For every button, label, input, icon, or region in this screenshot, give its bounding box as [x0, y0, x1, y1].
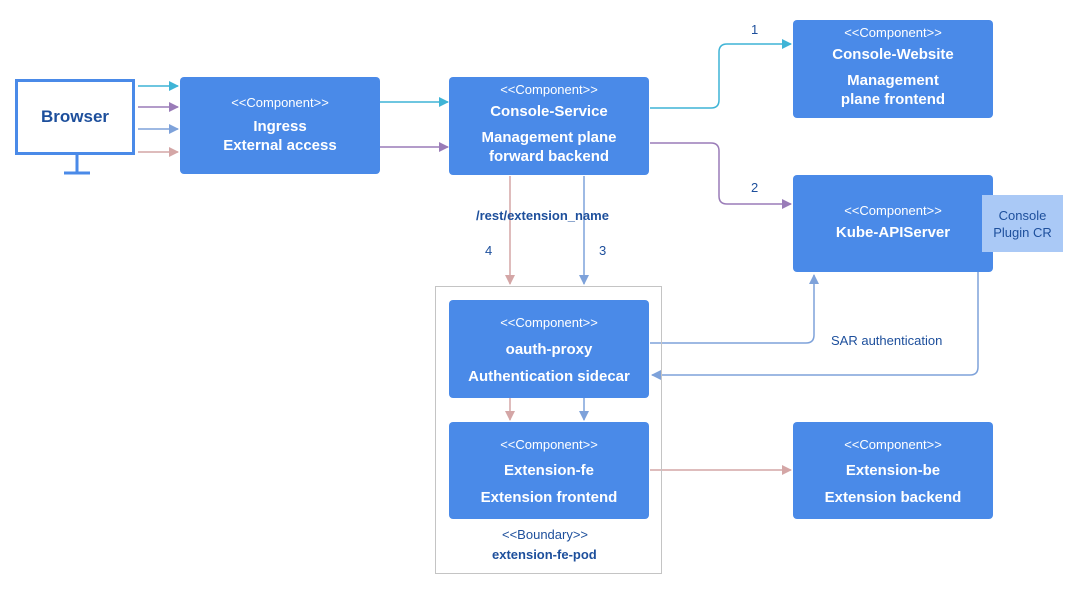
- oauth-proxy-desc: Authentication sidecar: [468, 368, 630, 385]
- extension-be-desc: Extension backend: [824, 489, 962, 506]
- arrow-oauth-kube: [650, 274, 819, 344]
- console-service-stereotype: <<Component>>: [500, 82, 598, 97]
- extension-be-stereotype: <<Component>>: [844, 437, 942, 452]
- console-website-name: Console-Website: [832, 46, 954, 63]
- console-service-component: <<Component>> Console-Service Management…: [449, 77, 649, 175]
- console-plugin-cr-line-2: Plugin CR: [993, 224, 1052, 240]
- console-plugin-cr-line-1: Console: [998, 207, 1047, 223]
- extension-be-name: Extension-be: [845, 462, 941, 479]
- extension-fe-desc: Extension frontend: [480, 489, 618, 506]
- extension-fe-stereotype: <<Component>>: [500, 437, 598, 452]
- oauth-proxy-component: <<Component>> oauth-proxy Authentication…: [449, 300, 649, 398]
- browser-label: Browser: [40, 107, 110, 126]
- flow-number-2: 2: [751, 180, 759, 195]
- console-service-name: Console-Service: [490, 103, 608, 120]
- extension-be-component: <<Component>> Extension-be Extension bac…: [793, 422, 993, 519]
- oauth-proxy-name: oauth-proxy: [505, 341, 593, 358]
- kube-apiserver-stereotype: <<Component>>: [844, 203, 942, 218]
- arrow-console-website: [650, 39, 792, 109]
- oauth-proxy-stereotype: <<Component>>: [500, 315, 598, 330]
- console-website-desc-2: plane frontend: [840, 91, 946, 108]
- browser-monitor: Browser: [15, 79, 135, 155]
- extension-fe-pod-boundary: [435, 286, 662, 574]
- console-service-desc-2: forward backend: [488, 148, 610, 165]
- boundary-name: extension-fe-pod: [492, 547, 597, 562]
- console-service-desc-1: Management plane: [481, 129, 617, 146]
- ingress-component: <<Component>> Ingress External access: [180, 77, 380, 174]
- route-label: /rest/extension_name: [476, 208, 609, 223]
- flow-number-1: 1: [751, 22, 759, 37]
- console-website-component: <<Component>> Console-Website Management…: [793, 20, 993, 118]
- extension-fe-component: <<Component>> Extension-fe Extension fro…: [449, 422, 649, 519]
- console-plugin-cr: Console Plugin CR: [982, 195, 1063, 252]
- kube-apiserver-name: Kube-APIServer: [835, 224, 951, 241]
- extension-fe-name: Extension-fe: [503, 462, 594, 479]
- flow-number-4: 4: [485, 243, 493, 258]
- ingress-desc: External access: [223, 137, 337, 154]
- arrow-kube-oauth: [651, 272, 979, 380]
- ingress-stereotype: <<Component>>: [231, 95, 329, 110]
- kube-apiserver-component: <<Component>> Kube-APIServer: [793, 175, 993, 272]
- flow-number-3: 3: [599, 243, 607, 258]
- boundary-stereotype: <<Boundary>>: [502, 527, 589, 542]
- sar-authentication-label: SAR authentication: [831, 333, 943, 348]
- console-website-desc-1: Management: [847, 72, 939, 89]
- ingress-name: Ingress: [253, 118, 307, 135]
- console-website-stereotype: <<Component>>: [844, 25, 942, 40]
- arrow-console-kube: [650, 142, 792, 209]
